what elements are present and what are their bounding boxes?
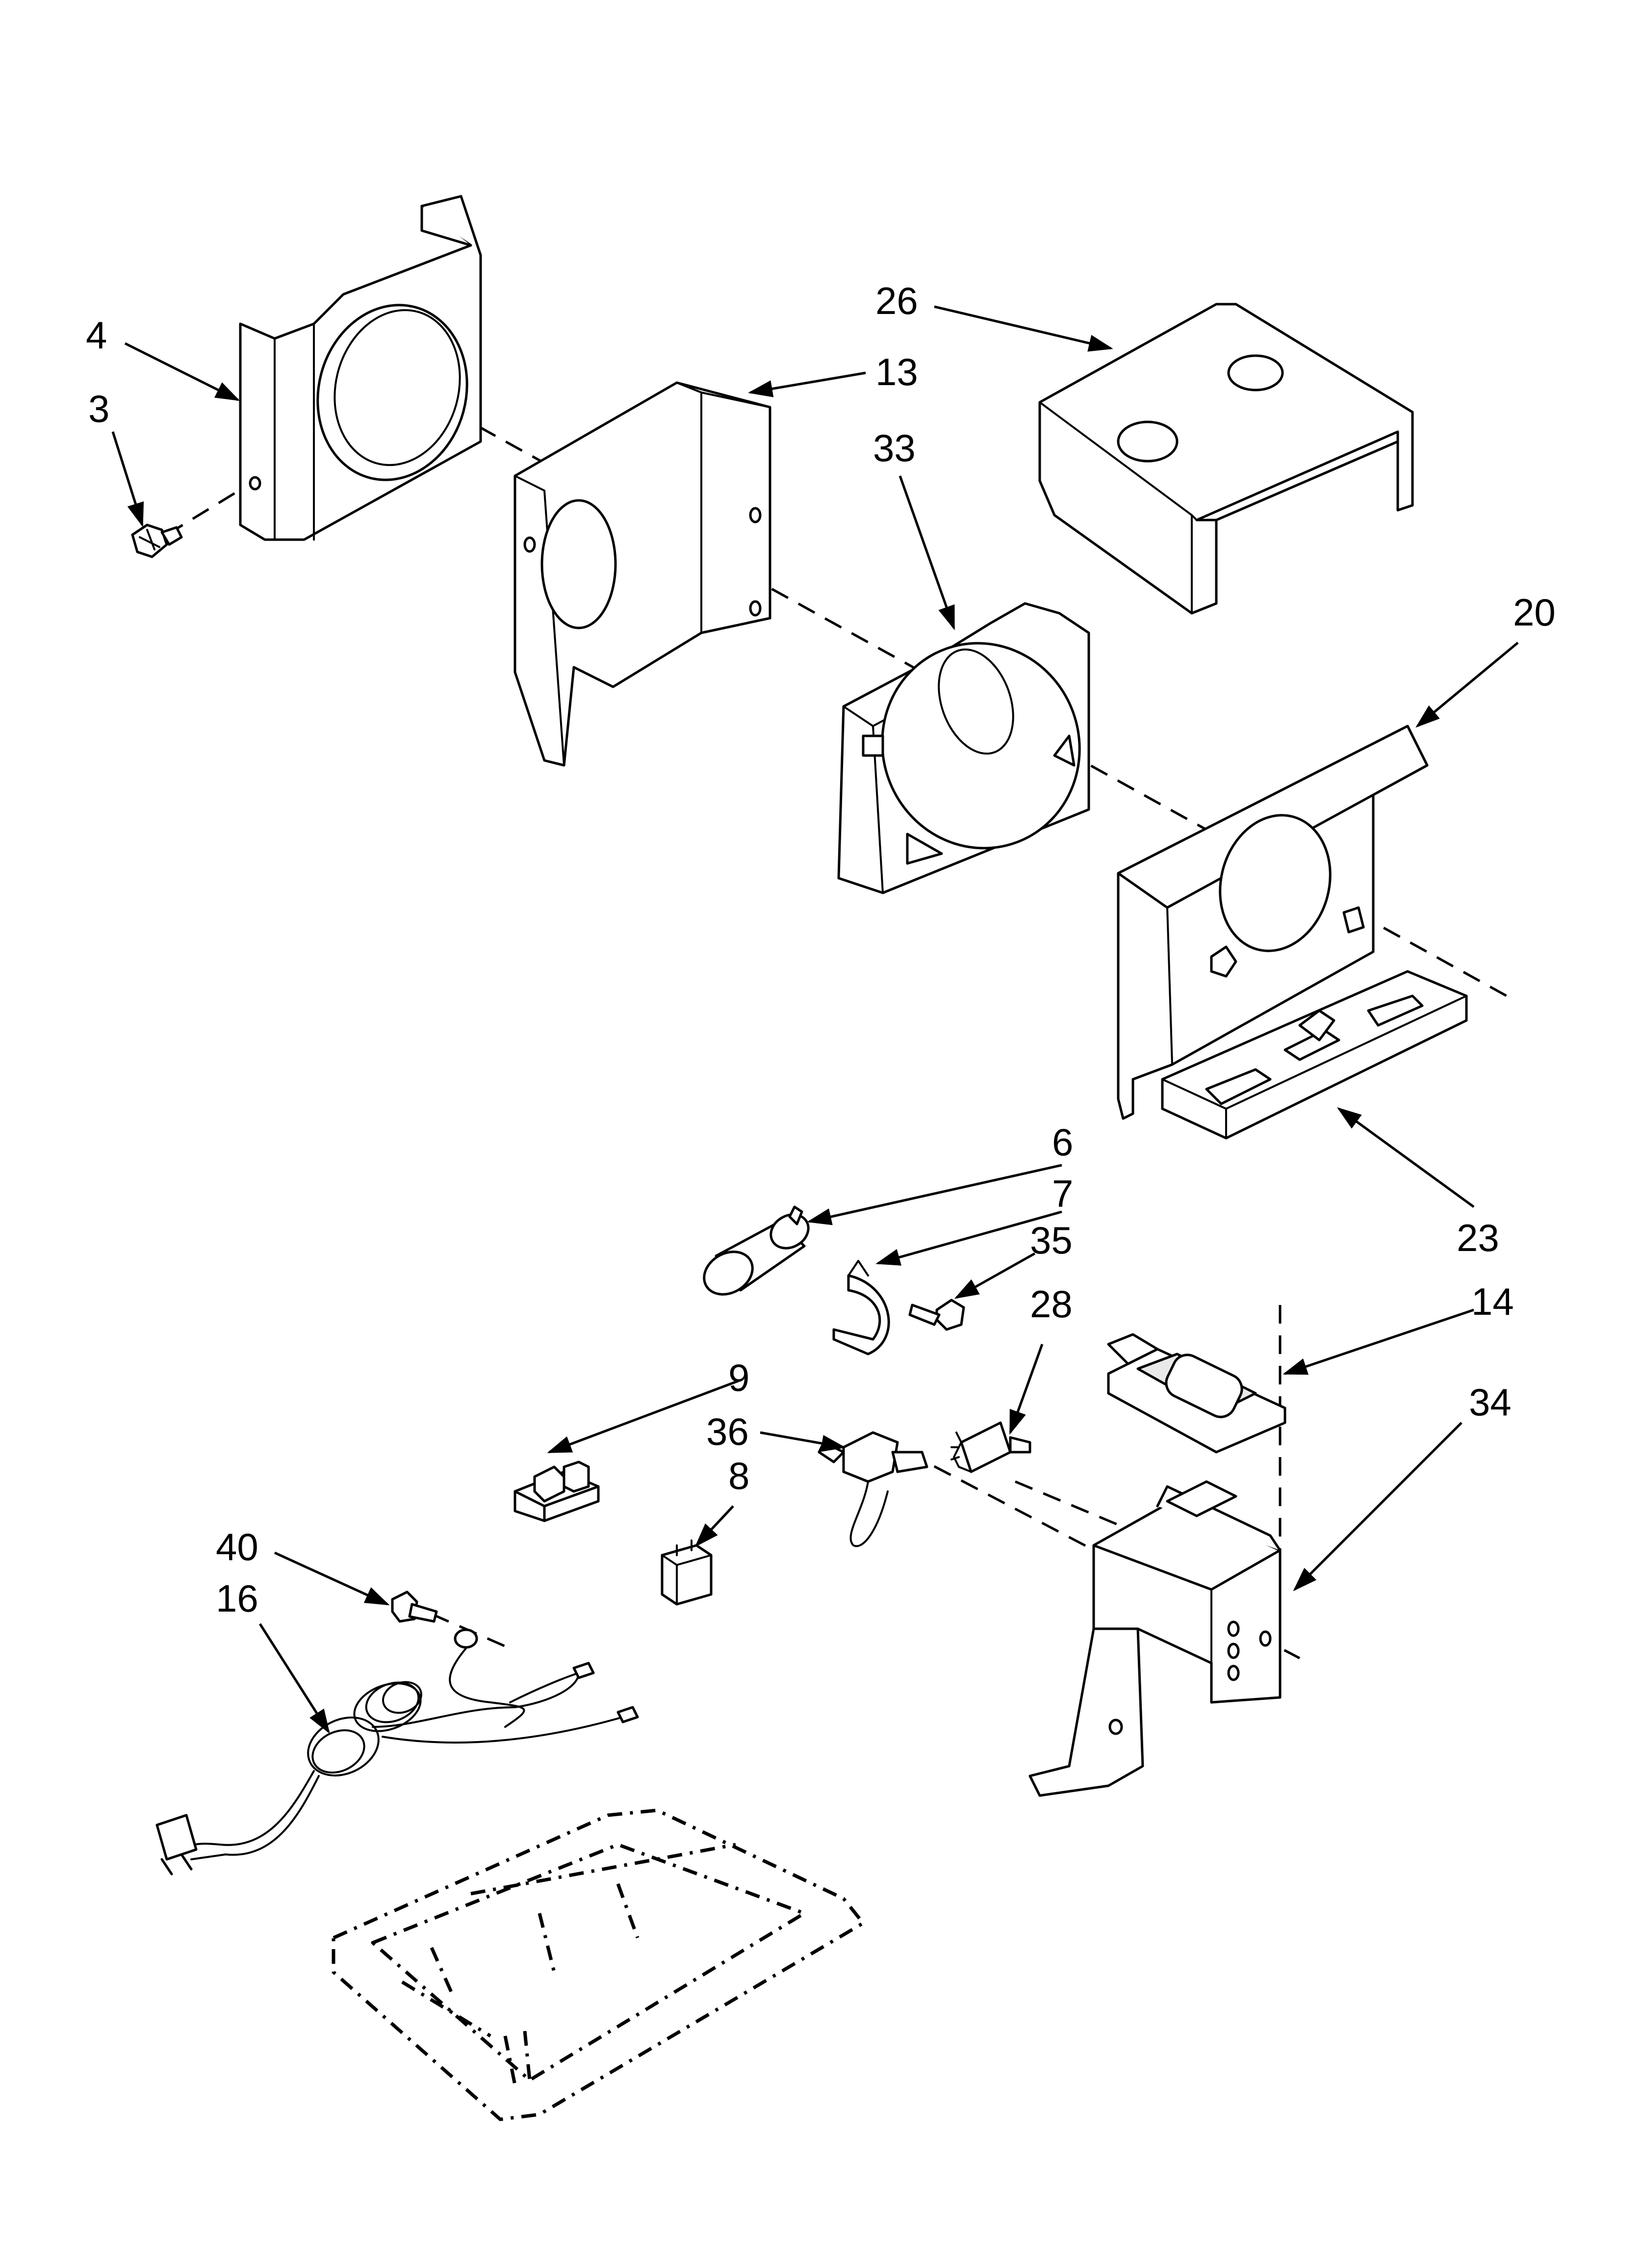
callout-16: 16 <box>216 1577 258 1620</box>
callout-8: 8 <box>728 1454 749 1497</box>
callout-35: 35 <box>1030 1219 1073 1262</box>
phantom-base-pan <box>332 1808 865 2121</box>
part-26-top-cover <box>1038 303 1414 615</box>
part-9-terminal-block <box>513 1460 600 1522</box>
part-40-ground-screw <box>391 1590 438 1623</box>
leader-4 <box>124 342 240 401</box>
leader-28 <box>1009 1344 1044 1435</box>
callout-13: 13 <box>875 350 918 393</box>
leader-35 <box>954 1252 1036 1299</box>
part-6-capacitor <box>703 1205 810 1296</box>
part-16-power-cord-harness <box>155 1628 639 1876</box>
part-23-base-support <box>1161 970 1468 1140</box>
part-13-orifice-bracket <box>513 381 771 767</box>
leader-6 <box>807 1164 1062 1225</box>
leader-23 <box>1336 1107 1475 1208</box>
leader-13 <box>748 371 866 397</box>
callout-6: 6 <box>1052 1121 1073 1164</box>
callout-26: 26 <box>875 279 918 322</box>
part-36-thermostat <box>818 1431 928 1547</box>
part-7-capacitor-clamp <box>832 1260 890 1356</box>
part-3-screw <box>131 523 183 558</box>
part-8-relay <box>661 1539 713 1606</box>
callout-9: 9 <box>728 1356 749 1399</box>
callout-7: 7 <box>1052 1172 1073 1215</box>
leader-3 <box>111 431 144 527</box>
leader-16 <box>258 1623 330 1734</box>
callout-23: 23 <box>1457 1216 1499 1259</box>
callout-labels: 4 3 13 26 33 20 6 7 35 28 23 14 9 36 8 3… <box>86 279 1556 1620</box>
part-4-shroud-panel <box>239 195 482 541</box>
part-28-rotary-switch <box>950 1421 1031 1473</box>
assembly-axis-line-screw <box>166 479 256 536</box>
leader-36 <box>760 1431 846 1452</box>
leader-lines <box>111 305 1519 1734</box>
leader-14 <box>1283 1308 1474 1375</box>
callout-20: 20 <box>1513 591 1556 634</box>
leader-26 <box>934 305 1113 352</box>
leader-7 <box>875 1210 1062 1266</box>
callout-28: 28 <box>1030 1282 1073 1326</box>
leader-8 <box>694 1505 734 1547</box>
callout-3: 3 <box>88 387 109 430</box>
part-14-cover <box>1107 1333 1286 1454</box>
leader-34 <box>1293 1422 1462 1591</box>
leader-40 <box>274 1551 390 1606</box>
callout-34: 34 <box>1469 1381 1512 1424</box>
part-35-screw <box>908 1299 965 1331</box>
leader-20 <box>1415 642 1519 728</box>
callout-40: 40 <box>216 1525 258 1568</box>
callout-14: 14 <box>1471 1280 1514 1323</box>
part-34-control-box <box>1028 1480 1282 1797</box>
callout-33: 33 <box>873 426 916 469</box>
part-33-blower-housing <box>837 602 1090 894</box>
callout-4: 4 <box>86 313 107 357</box>
part-20-partition-panel <box>1117 725 1429 1120</box>
leader-9 <box>547 1380 739 1454</box>
leader-33 <box>898 475 955 630</box>
callout-36: 36 <box>706 1410 749 1453</box>
